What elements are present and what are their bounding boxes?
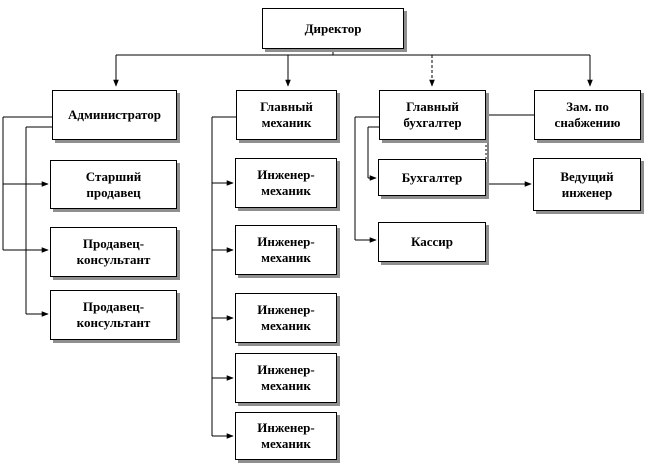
consultant-box-2: Продавец- консультант bbox=[50, 290, 177, 340]
lead-engineer-box: Ведущий инженер bbox=[533, 158, 641, 211]
cashier-box: Кассир bbox=[378, 222, 486, 262]
engineer-box-5: Инженер- механик bbox=[235, 412, 337, 460]
director-box: Директор bbox=[262, 8, 404, 49]
consultant-box-1: Продавец- консультант bbox=[50, 227, 177, 277]
accountant-box: Бухгалтер bbox=[378, 159, 486, 196]
engineer-box-1: Инженер- механик bbox=[235, 158, 337, 208]
administrator-box: Администратор bbox=[52, 90, 177, 140]
deputy-supply-box: Зам. по снабжению bbox=[534, 90, 641, 140]
engineer-box-3: Инженер- механик bbox=[235, 293, 337, 343]
chief-accountant-box: Главный бухгалтер bbox=[379, 90, 486, 140]
engineer-box-2: Инженер- механик bbox=[235, 225, 337, 275]
senior-seller-box: Старший продавец bbox=[50, 160, 177, 209]
chief-mechanic-box: Главный механик bbox=[236, 90, 337, 140]
engineer-box-4: Инженер- механик bbox=[235, 353, 337, 403]
